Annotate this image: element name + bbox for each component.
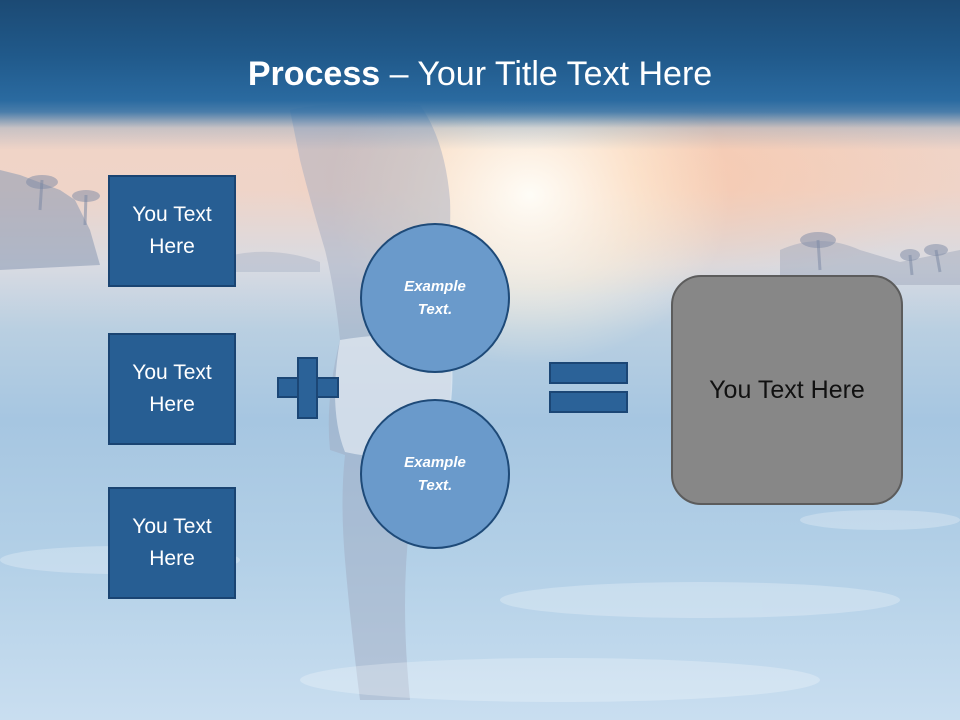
result-box-label: You Text Here: [709, 375, 865, 404]
text-box-1[interactable]: You Text Here: [108, 175, 236, 287]
example-circle-1-label: Example Text.: [404, 278, 466, 318]
equals-bar-bottom: [549, 391, 628, 413]
slide-title[interactable]: Process – Your Title Text Here: [0, 52, 960, 96]
text-box-1-label: You Text Here: [132, 203, 212, 258]
text-box-3-label: You Text Here: [132, 515, 212, 570]
example-circle-2[interactable]: Example Text.: [360, 399, 510, 549]
title-rest: – Your Title Text Here: [380, 55, 713, 93]
text-box-2[interactable]: You Text Here: [108, 333, 236, 445]
text-box-2-label: You Text Here: [132, 361, 212, 416]
result-box[interactable]: You Text Here: [671, 275, 903, 505]
title-bar: Process – Your Title Text Here: [0, 0, 960, 150]
example-circle-2-label: Example Text.: [404, 454, 466, 494]
equals-bar-top: [549, 362, 628, 384]
example-circle-1[interactable]: Example Text.: [360, 223, 510, 373]
text-box-3[interactable]: You Text Here: [108, 487, 236, 599]
title-bold: Process: [247, 55, 381, 93]
plus-icon[interactable]: [277, 357, 339, 419]
